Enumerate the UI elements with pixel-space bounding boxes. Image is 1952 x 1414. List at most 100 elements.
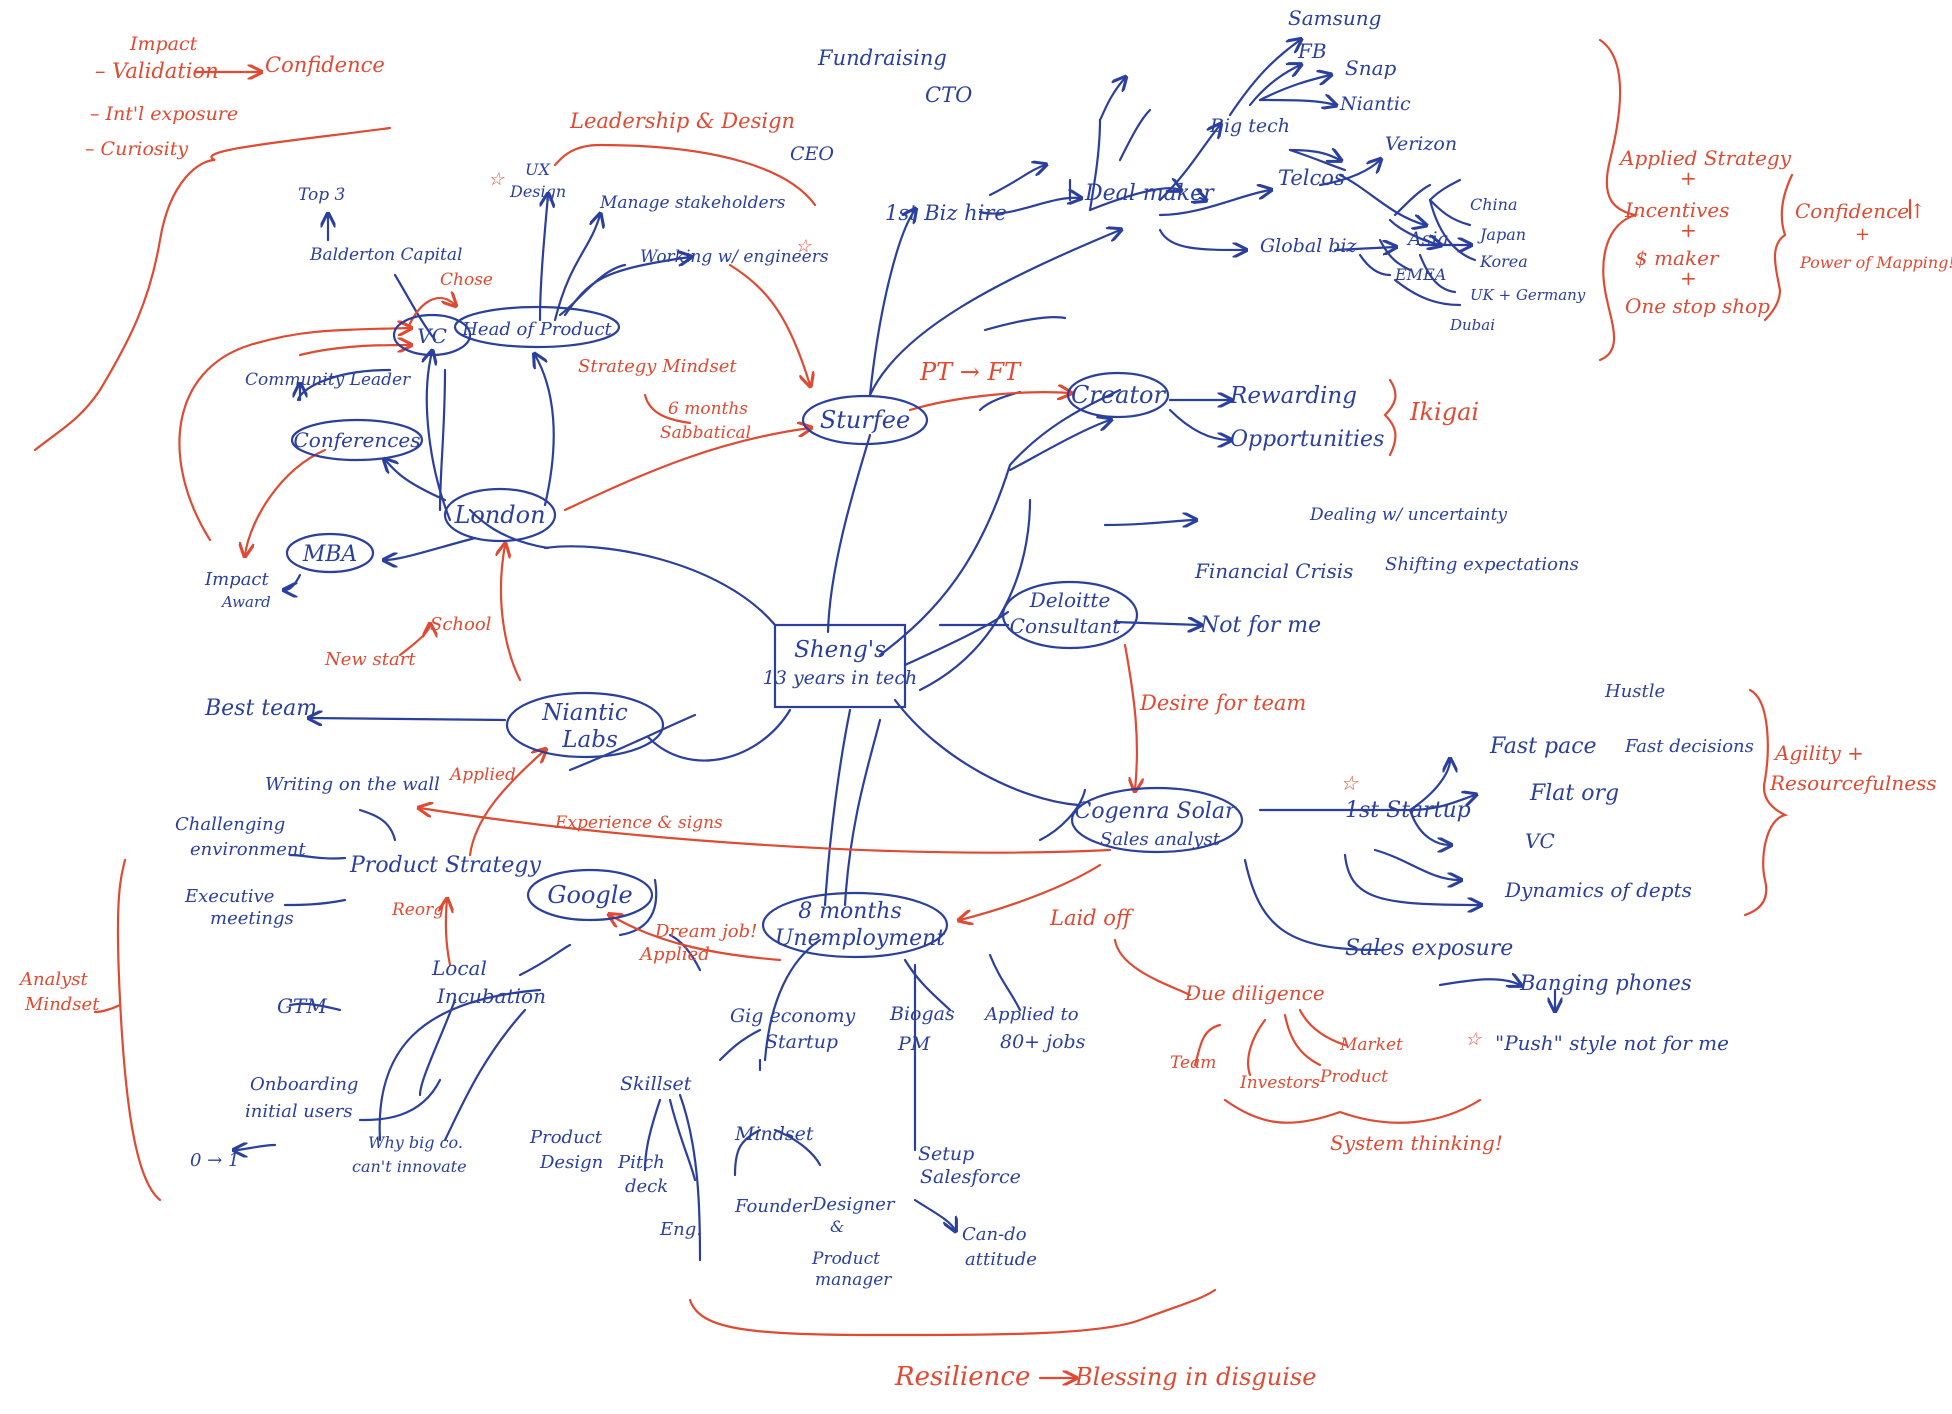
community-leader-label: Community Leader <box>245 370 411 390</box>
blue-labels: Sheng's 13 years in tech London Niantic … <box>175 6 1754 1290</box>
dubai-label: Dubai <box>1449 316 1495 334</box>
market-label: Market <box>1339 1035 1403 1055</box>
onboarding-label-1: Onboarding <box>250 1074 358 1095</box>
center-label-1: Sheng's <box>794 637 886 663</box>
star-marker-push-style: ☆ <box>1465 1029 1482 1050</box>
verizon-label: Verizon <box>1385 133 1457 155</box>
head-of-product-node-ellipse <box>453 305 621 349</box>
fast-pace-label: Fast pace <box>1489 734 1597 759</box>
leadership-design-label: Leadership & Design <box>569 109 795 133</box>
setup-label-1: Setup <box>918 1143 974 1165</box>
unemployment-label-2: Unemployment <box>775 926 945 951</box>
new-start-label: New start <box>324 649 416 670</box>
vc-node-ellipse <box>392 313 472 357</box>
desire-for-team-label: Desire for team <box>1139 691 1306 715</box>
eng-label: Eng. <box>659 1219 702 1240</box>
plus-label-2: + <box>1680 218 1697 242</box>
ux-label-2: Design <box>509 182 566 201</box>
sabbatical-label-1: 6 months <box>668 399 748 419</box>
google-label: Google <box>547 881 632 909</box>
star-marker-working-engineers: ☆ <box>795 236 812 257</box>
uk-germany-label: UK + Germany <box>1470 286 1586 304</box>
first-biz-hire-label: 1st Biz hire <box>885 201 1007 225</box>
strategy-mindset-label: Strategy Mindset <box>578 356 737 377</box>
pitch-label-1: Pitch <box>617 1152 665 1173</box>
reorg-label: Reorg <box>391 900 444 920</box>
flat-org-label: Flat org <box>1529 781 1619 806</box>
asia-label: Asia <box>1406 228 1449 250</box>
confidence-up-label: Confidence↑ <box>1795 199 1926 223</box>
fb-label: FB <box>1297 39 1327 63</box>
cando-label-2: attitude <box>965 1249 1037 1270</box>
experience-signs-label: Experience & signs <box>554 813 723 833</box>
snap-label: Snap <box>1345 56 1397 80</box>
star-marker-first-startup: ☆ <box>1340 771 1359 795</box>
investors-label: Investors <box>1239 1073 1320 1093</box>
cogenra-label-2: Sales analyst <box>1100 829 1221 850</box>
applied-jobs-label-2: 80+ jobs <box>1000 1031 1086 1053</box>
founder-label: Founder <box>734 1196 813 1217</box>
creator-label: Creator <box>1071 381 1166 409</box>
deloitte-label-2: Consultant <box>1010 614 1122 638</box>
deloitte-node-ellipse <box>1001 580 1139 650</box>
agility-label-1: Agility + <box>1773 741 1864 765</box>
ux-label-1: UX <box>525 160 550 179</box>
sales-exposure-label: Sales exposure <box>1345 936 1513 961</box>
niantic-label-2: Labs <box>561 727 618 753</box>
emea-label: EMEA <box>1394 265 1446 284</box>
analyst-label-2: Mindset <box>24 994 100 1015</box>
cogenra-label-1: Cogenra Solar <box>1075 799 1237 824</box>
london-label: London <box>453 501 545 529</box>
creator-node-ellipse <box>1066 371 1170 419</box>
fast-decisions-label: Fast decisions <box>1624 736 1754 757</box>
applied-niantic-label: Applied <box>448 765 516 785</box>
shifting-expectations-label: Shifting expectations <box>1385 554 1579 575</box>
chose-label: Chose <box>440 270 493 290</box>
financial-crisis-label: Financial Crisis <box>1194 559 1353 583</box>
vc-label: VC <box>417 324 447 348</box>
analyst-label-1: Analyst <box>18 969 88 990</box>
laid-off-label: Laid off <box>1049 906 1134 930</box>
vc-startup-label: VC <box>1525 829 1555 853</box>
cto-label: CTO <box>925 83 972 107</box>
manage-stakeholders-label: Manage stakeholders <box>599 193 786 213</box>
center-node-box <box>773 623 907 709</box>
designer-label-4: manager <box>815 1270 892 1290</box>
global-biz-label: Global biz <box>1260 235 1358 257</box>
intl-exposure-label: – Int'l exposure <box>90 103 238 125</box>
setup-label-2: Salesforce <box>920 1166 1021 1188</box>
deloitte-label-1: Deloitte <box>1029 588 1111 612</box>
head-of-product-label: Head of Product <box>461 319 612 340</box>
opportunities-label: Opportunities <box>1230 427 1384 452</box>
impact-label: Impact <box>129 33 198 55</box>
executive-label-2: meetings <box>210 908 294 929</box>
first-startup-label: 1st Startup <box>1345 798 1471 823</box>
challenging-label-2: environment <box>190 839 307 860</box>
product-dd-label: Product <box>1319 1067 1388 1087</box>
conferences-node-ellipse <box>290 418 424 462</box>
big-tech-label: Big tech <box>1209 115 1290 137</box>
ikigai-label: Ikigai <box>1409 398 1479 426</box>
biogas-label-1: Biogas <box>889 1003 955 1025</box>
unemployment-label-1: 8 months <box>798 899 902 924</box>
london-node-ellipse <box>443 487 557 543</box>
blue-nodes <box>285 305 1244 959</box>
product-design-label-1: Product <box>529 1127 603 1148</box>
sturfee-label: Sturfee <box>820 406 910 434</box>
red-connectors <box>33 38 1912 1378</box>
niantic-node-ellipse <box>505 691 665 759</box>
fundraising-label: Fundraising <box>817 46 947 70</box>
plus-label-1: + <box>1680 166 1697 190</box>
blessing-label: Blessing in disguise <box>1074 1363 1316 1391</box>
china-label: China <box>1470 195 1518 214</box>
conferences-label: Conferences <box>293 428 420 452</box>
red-labels: Ikigai PT → FT Desire for team Agility +… <box>18 33 1952 1392</box>
impact-award-label-2: Award <box>220 593 271 611</box>
push-style-label: "Push" style not for me <box>1495 1031 1729 1055</box>
mba-node-ellipse <box>285 532 375 574</box>
executive-label-1: Executive <box>184 886 274 907</box>
cando-label-1: Can-do <box>962 1224 1027 1245</box>
team-label: Team <box>1170 1053 1216 1073</box>
school-label: School <box>430 614 492 635</box>
rewarding-label: Rewarding <box>1229 383 1357 409</box>
